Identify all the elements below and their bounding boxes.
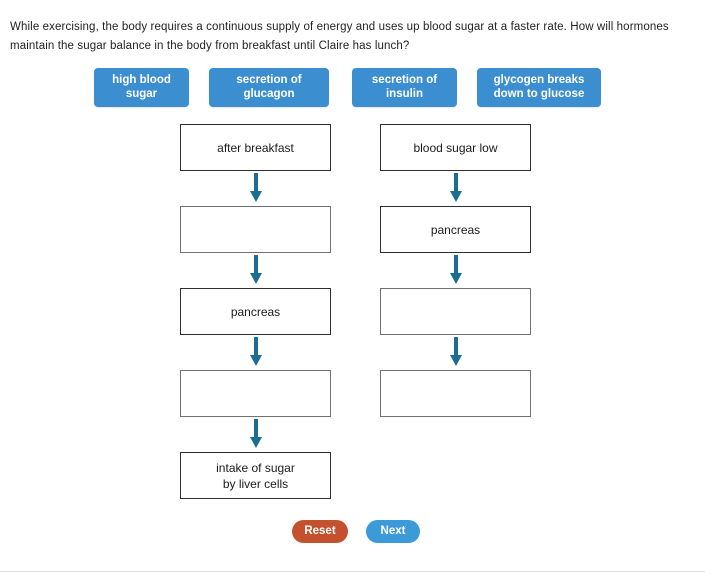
answer-tile-tray: high blood sugar secretion of glucagon s… bbox=[0, 68, 705, 108]
next-button[interactable]: Next bbox=[366, 520, 420, 543]
flow-node-left-5[interactable]: intake of sugar by liver cells bbox=[180, 452, 331, 499]
flow-connector-right-1 bbox=[380, 171, 531, 206]
arrow-down-icon bbox=[249, 255, 263, 285]
question-prompt: While exercising, the body requires a co… bbox=[10, 20, 669, 52]
flow-node-right-4-dropzone[interactable] bbox=[380, 370, 531, 417]
flow-node-right-1-label: blood sugar low bbox=[413, 140, 498, 155]
arrow-down-icon bbox=[249, 337, 263, 367]
flow-node-left-1-label: after breakfast bbox=[217, 140, 294, 155]
flow-connector-left-3 bbox=[180, 335, 331, 370]
flow-connector-right-3 bbox=[380, 335, 531, 370]
flow-node-left-1[interactable]: after breakfast bbox=[180, 124, 331, 171]
flow-node-left-2-dropzone[interactable] bbox=[180, 206, 331, 253]
arrow-down-icon bbox=[249, 419, 263, 449]
flow-node-left-3-label: pancreas bbox=[230, 304, 281, 319]
flow-connector-left-4 bbox=[180, 417, 331, 452]
flowchart-left-column: after breakfast p bbox=[180, 124, 331, 499]
flow-node-left-5-label: intake of sugar by liver cells bbox=[216, 460, 295, 491]
arrow-down-icon bbox=[449, 173, 463, 203]
flow-connector-left-2 bbox=[180, 253, 331, 288]
answer-tile-secretion-of-insulin[interactable]: secretion of insulin bbox=[352, 68, 457, 107]
button-bar: Reset Next bbox=[0, 520, 705, 544]
flow-node-right-1[interactable]: blood sugar low bbox=[380, 124, 531, 171]
flow-node-left-4-dropzone[interactable] bbox=[180, 370, 331, 417]
arrow-down-icon bbox=[449, 337, 463, 367]
arrow-down-icon bbox=[449, 255, 463, 285]
flow-node-right-3-dropzone[interactable] bbox=[380, 288, 531, 335]
flow-node-left-3[interactable]: pancreas bbox=[180, 288, 331, 335]
flow-node-right-2-label: pancreas bbox=[430, 222, 481, 237]
answer-tile-secretion-of-glucagon[interactable]: secretion of glucagon bbox=[209, 68, 329, 107]
flow-node-right-2[interactable]: pancreas bbox=[380, 206, 531, 253]
flow-connector-right-2 bbox=[380, 253, 531, 288]
reset-button[interactable]: Reset bbox=[292, 520, 348, 543]
flowchart-right-column: blood sugar low pancreas bbox=[380, 124, 531, 417]
answer-tile-high-blood-sugar[interactable]: high blood sugar bbox=[94, 68, 189, 107]
flow-connector-left-1 bbox=[180, 171, 331, 206]
answer-tile-glycogen-breaks-down-to-glucose[interactable]: glycogen breaks down to glucose bbox=[477, 68, 601, 107]
arrow-down-icon bbox=[249, 173, 263, 203]
